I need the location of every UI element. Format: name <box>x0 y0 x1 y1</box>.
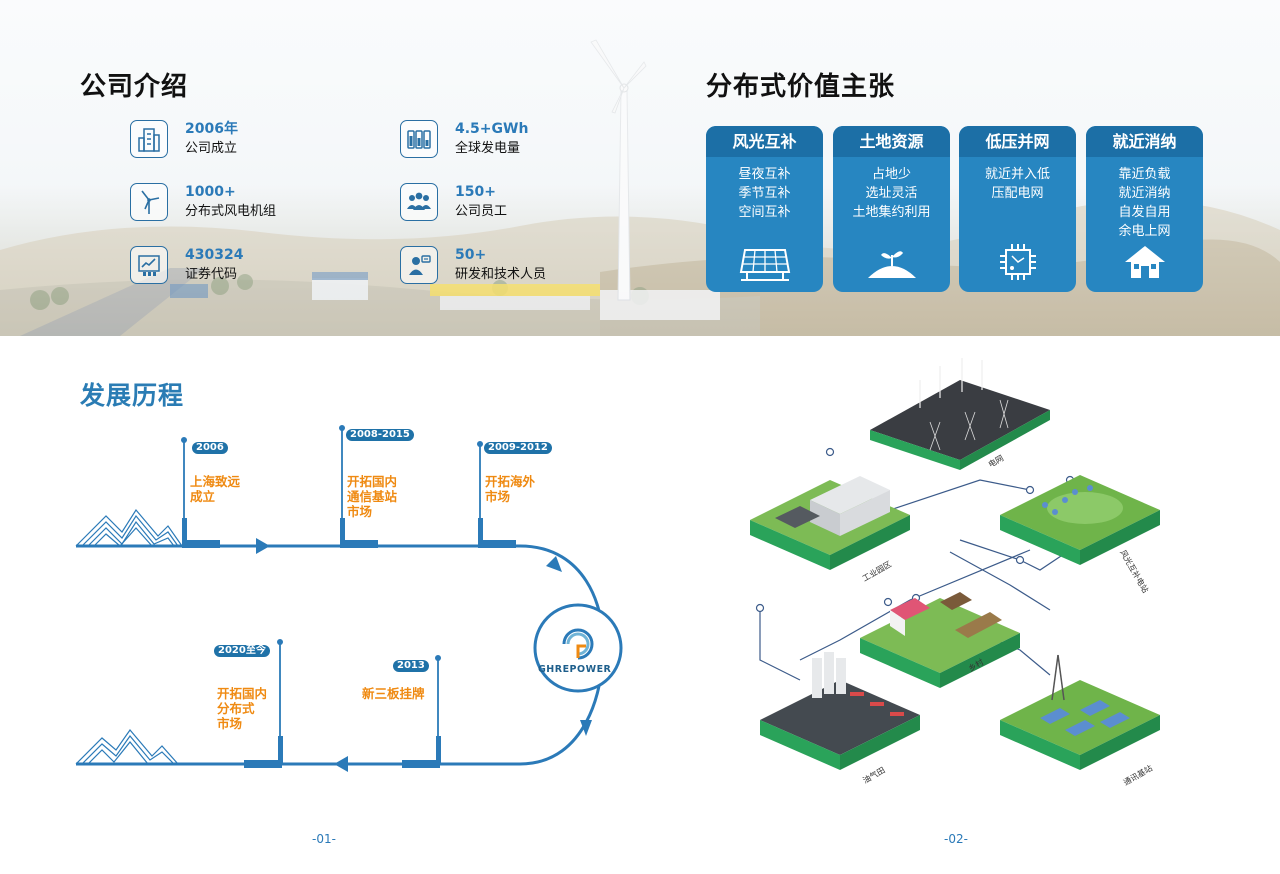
wind-turbine-icon <box>130 183 168 221</box>
stat-generation: 4.5+GWh 全球发电量 <box>400 120 528 160</box>
card-line: 空间互补 <box>738 205 791 220</box>
card-heading: 低压并网 <box>959 126 1076 157</box>
stat-label: 研发和技术人员 <box>455 267 547 282</box>
page-number-right: -02- <box>944 832 968 846</box>
timeline-graphic <box>75 425 623 772</box>
mountain-left-bottom <box>75 729 179 765</box>
card-line: 土地集约利用 <box>852 205 931 220</box>
milestone-tag: 2020至今 <box>214 645 270 657</box>
building-icon <box>130 120 168 158</box>
card-line: 占地少 <box>871 167 911 182</box>
milestone-tag: 2008-2015 <box>346 429 414 441</box>
plant-land-icon <box>833 246 950 282</box>
battery-icon <box>400 120 438 158</box>
stat-researchers: 50+ 研发和技术人员 <box>400 246 546 286</box>
milestone-text: 上海致远 成立 <box>190 474 241 504</box>
milestone-tag: 2006 <box>192 442 228 454</box>
stat-label: 公司成立 <box>185 141 238 156</box>
circuit-chip-icon <box>959 242 1076 282</box>
card-line: 季节互补 <box>738 186 791 201</box>
card-line: 余电上网 <box>1118 224 1171 239</box>
tile-telecom-station <box>1000 654 1160 770</box>
stat-stock-code: 430324 证券代码 <box>130 246 243 286</box>
house-icon <box>1086 242 1203 282</box>
card-line: 自发自用 <box>1118 205 1171 220</box>
stat-founded: 2006年 公司成立 <box>130 120 238 160</box>
staff-icon <box>400 183 438 221</box>
stock-chart-icon <box>130 246 168 284</box>
milestone-text: 开拓海外 市场 <box>485 474 536 504</box>
value-card-land: 土地资源 占地少 选址灵活 土地集约利用 <box>833 126 950 292</box>
milestone-tag: 2013 <box>393 660 429 672</box>
milestone-tag: 2009-2012 <box>484 442 552 454</box>
tile-industrial-park <box>750 476 910 570</box>
card-line: 就近并入低 <box>984 167 1050 182</box>
researcher-icon <box>400 246 438 284</box>
card-line: 昼夜互补 <box>738 167 791 182</box>
distributed-energy-network <box>750 358 1160 770</box>
value-title: 分布式价值主张 <box>706 72 896 102</box>
stat-label: 全球发电量 <box>455 141 521 156</box>
card-heading: 土地资源 <box>833 126 950 157</box>
stat-value: 50+ <box>455 247 487 263</box>
card-line: 就近消纳 <box>1118 186 1171 201</box>
mountain-left-top <box>75 508 183 547</box>
ghrepower-logo-mark <box>562 628 594 660</box>
stat-label: 分布式风电机组 <box>185 204 277 219</box>
value-card-wind-solar: 风光互补 昼夜互补 季节互补 空间互补 <box>706 126 823 292</box>
value-card-grid: 低压并网 就近并入低 压配电网 <box>959 126 1076 292</box>
company-title: 公司介绍 <box>80 72 189 102</box>
card-line: 靠近负载 <box>1118 167 1171 182</box>
tile-village <box>860 592 1020 688</box>
tile-oil-field <box>760 652 920 770</box>
card-line: 压配电网 <box>991 186 1044 201</box>
stat-value: 150+ <box>455 184 496 200</box>
stat-label: 证券代码 <box>185 267 238 282</box>
tile-power-grid <box>870 358 1050 470</box>
stat-value: 4.5+GWh <box>455 121 529 137</box>
solar-panel-icon <box>706 246 823 282</box>
stat-value: 1000+ <box>185 184 236 200</box>
milestone-text: 开拓国内 通信基站 市场 <box>347 474 398 519</box>
page-number-left: -01- <box>312 832 336 846</box>
tile-wind-solar-station <box>1000 475 1160 565</box>
stat-employees: 150+ 公司员工 <box>400 183 507 223</box>
milestone-text: 新三板挂牌 <box>362 686 425 701</box>
card-heading: 风光互补 <box>706 126 823 157</box>
card-heading: 就近消纳 <box>1086 126 1203 157</box>
milestone-text: 开拓国内 分布式 市场 <box>217 686 268 731</box>
stat-label: 公司员工 <box>455 204 508 219</box>
stat-value: 2006年 <box>185 121 238 137</box>
value-card-local-consumption: 就近消纳 靠近负载 就近消纳 自发自用 余电上网 <box>1086 126 1203 292</box>
history-title: 发展历程 <box>80 381 185 410</box>
stat-value: 430324 <box>185 247 244 263</box>
card-line: 选址灵活 <box>865 186 918 201</box>
stat-turbines: 1000+ 分布式风电机组 <box>130 183 276 223</box>
company-logo-text: GHREPOWER <box>538 664 612 675</box>
